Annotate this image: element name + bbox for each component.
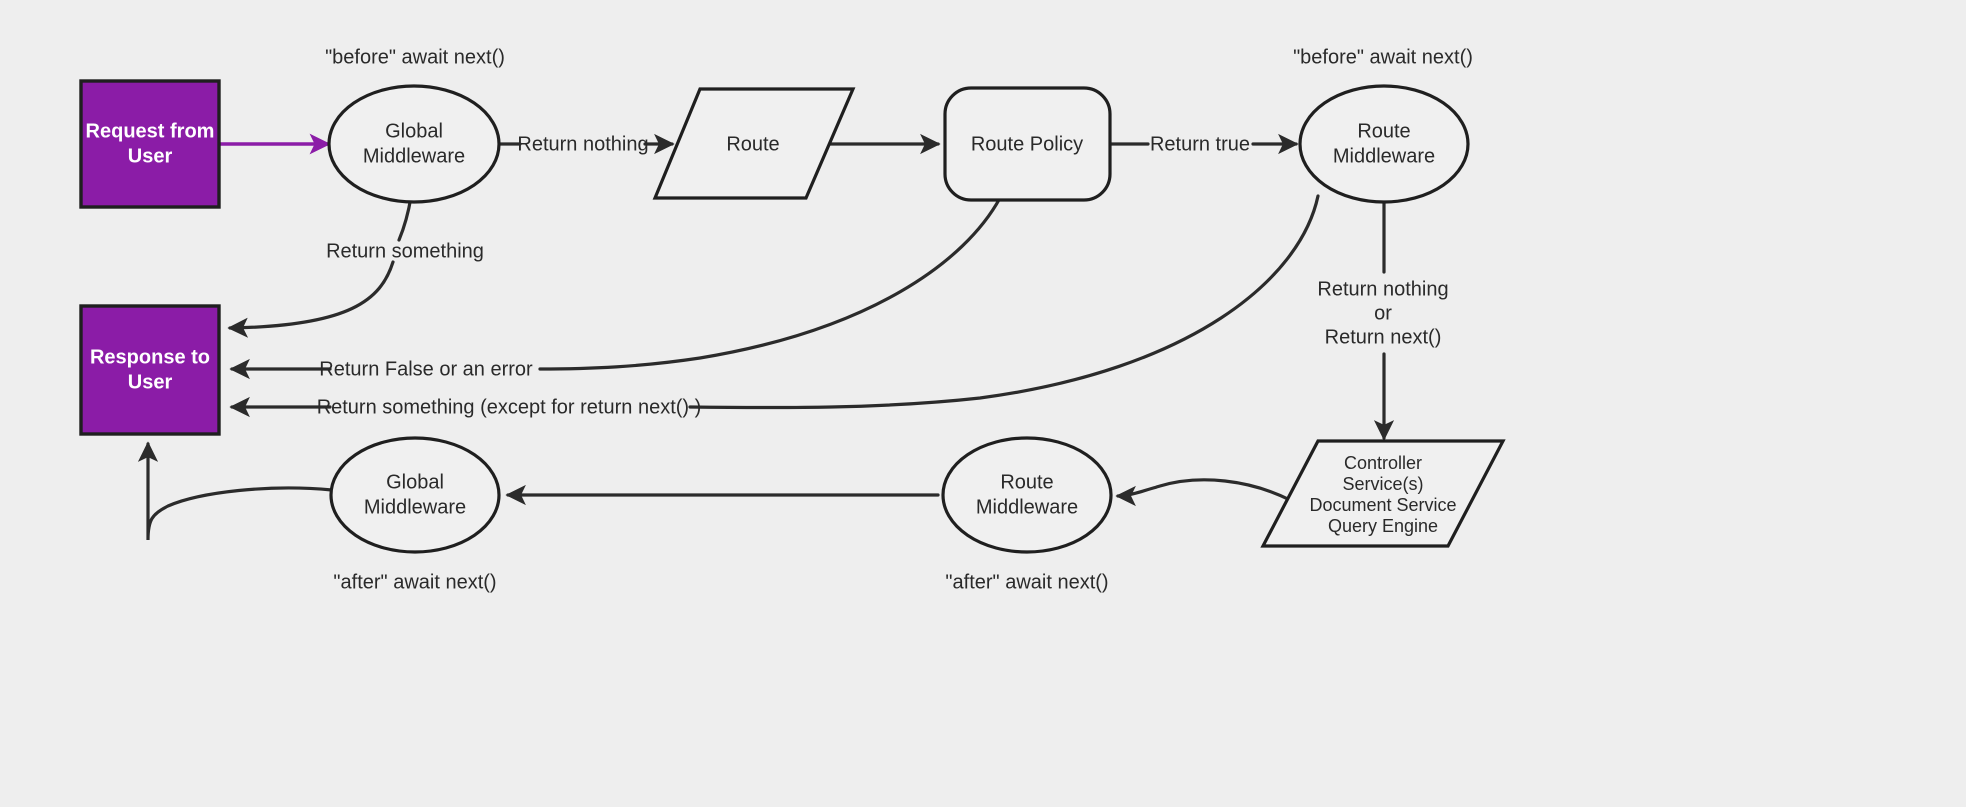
node-controller-group-label-line4: Query Engine — [1328, 516, 1438, 536]
node-controller-group-label-line2: Service(s) — [1342, 474, 1423, 494]
edge-label-return-something-except-next: Return something (except for return next… — [317, 396, 702, 418]
node-controller-group[interactable] — [1260, 439, 1506, 548]
edge-label-return-nothing-or-next-line3: Return next() — [1325, 326, 1442, 348]
edge-label-return-nothing: Return nothing — [517, 133, 648, 155]
edge-label-return-something-top: Return something — [326, 240, 484, 262]
node-route-middleware-before-label-line1: Route — [1357, 120, 1410, 142]
node-route-middleware-after-label-line1: Route — [1000, 471, 1053, 493]
node-request-from-user-label-line1: Request from — [86, 120, 215, 142]
node-global-middleware-before-label-line1: Global — [385, 120, 443, 142]
node-controller-group-label-line1: Controller — [1344, 453, 1422, 473]
node-global-middleware-before[interactable] — [327, 84, 501, 204]
edge-controller-to-route-middleware-after — [1115, 478, 1292, 507]
node-request-from-user[interactable] — [79, 79, 221, 209]
node-global-middleware-after-label-line1: Global — [386, 471, 444, 493]
annotation-after-await-next-left: "after" await next() — [333, 571, 496, 593]
annotation-before-await-next-right: "before" await next() — [1293, 46, 1473, 68]
edge-global-middleware-after-to-response — [137, 441, 334, 541]
edge-global-middleware-return-something — [227, 260, 395, 338]
node-route-middleware-before-label-line2: Middleware — [1333, 145, 1435, 167]
node-request-from-user-label-line2: User — [128, 145, 173, 167]
node-controller-group-label-line3: Document Service — [1309, 495, 1456, 515]
node-global-middleware-after-label-line2: Middleware — [364, 496, 466, 518]
edge-label-return-nothing-or-next-line1: Return nothing — [1317, 278, 1448, 300]
edge-route-policy-return-false — [538, 196, 1002, 371]
annotation-after-await-next-right: "after" await next() — [945, 571, 1108, 593]
node-route-policy-label: Route Policy — [971, 133, 1083, 155]
edge-label-return-nothing-or-next-line2: or — [1374, 302, 1392, 324]
node-response-to-user-label-line1: Response to — [90, 346, 210, 368]
node-route-middleware-after-label-line2: Middleware — [976, 496, 1078, 518]
annotation-before-await-next-left: "before" await next() — [325, 46, 505, 68]
edge-label-return-false-or-error: Return False or an error — [319, 358, 533, 380]
edge-route-middleware-return-something-except — [688, 194, 1320, 410]
node-global-middleware-after[interactable] — [329, 436, 501, 554]
node-response-to-user-label-line2: User — [128, 371, 173, 393]
node-global-middleware-before-label-line2: Middleware — [363, 145, 465, 167]
node-route-middleware-after[interactable] — [941, 436, 1113, 554]
edge-label-return-true: Return true — [1150, 133, 1250, 155]
node-route-policy[interactable] — [943, 86, 1112, 202]
node-route-label: Route — [726, 133, 779, 155]
node-response-to-user[interactable] — [79, 304, 221, 436]
node-route-middleware-before[interactable] — [1298, 84, 1470, 204]
node-route[interactable] — [652, 87, 856, 200]
